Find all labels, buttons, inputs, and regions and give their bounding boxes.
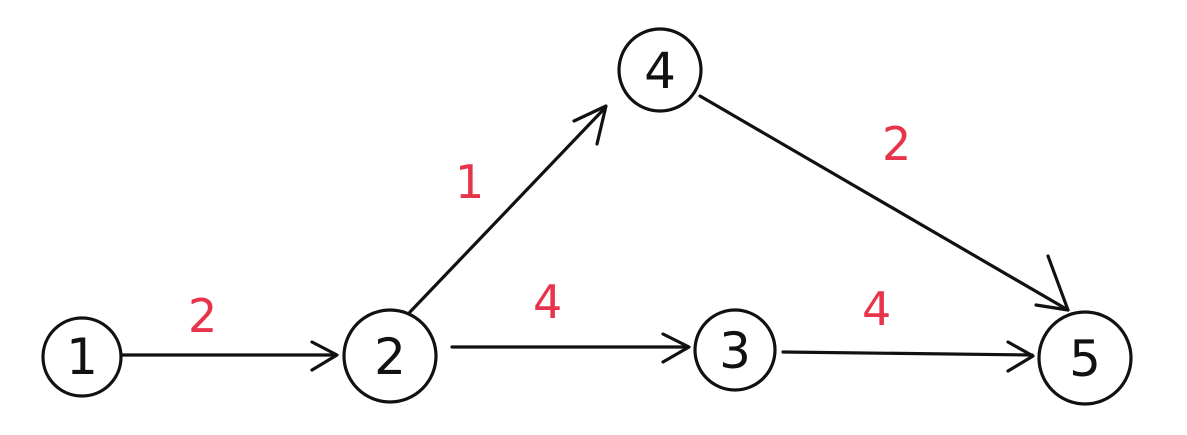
- edge-1-2: [120, 340, 339, 372]
- edge-weight-3-5: 4: [862, 282, 891, 336]
- node-label-1: 1: [66, 328, 98, 386]
- edge-weight-2-3: 4: [533, 275, 562, 329]
- edge-2-3: [450, 332, 691, 364]
- node-5: 5: [1037, 310, 1133, 406]
- node-2: 2: [342, 308, 438, 404]
- edge-2-4: [408, 104, 608, 314]
- node-label-3: 3: [719, 322, 751, 380]
- node-1: 1: [41, 316, 123, 398]
- node-4: 4: [617, 27, 703, 113]
- node-label-4: 4: [644, 42, 676, 100]
- edge-weight-4-5: 2: [882, 117, 911, 171]
- edge-3-5: [781, 340, 1035, 373]
- node-label-2: 2: [374, 328, 406, 386]
- edge-weight-2-4: 1: [455, 155, 484, 209]
- edge-4-5: [698, 94, 1070, 312]
- node-label-5: 5: [1069, 330, 1101, 388]
- node-3: 3: [693, 308, 777, 392]
- edge-weight-1-2: 2: [188, 289, 217, 343]
